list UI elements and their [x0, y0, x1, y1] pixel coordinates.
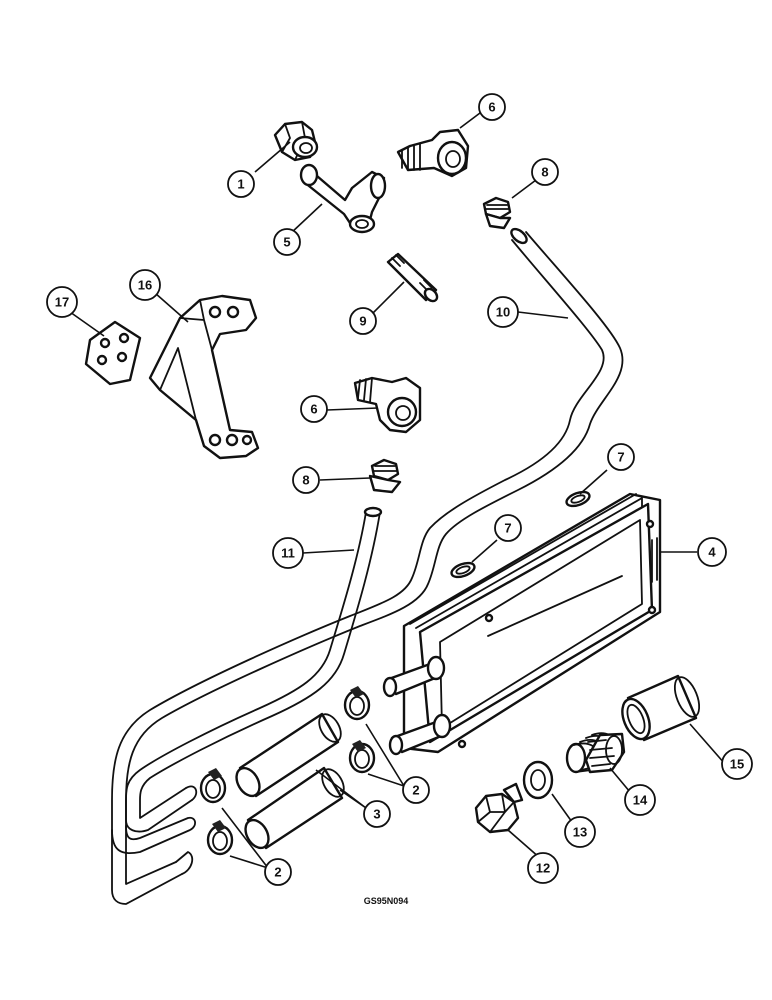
part-1-hex-fitting [273, 120, 319, 162]
callout-12: 12 [527, 852, 559, 884]
callout-15-label: 15 [730, 757, 744, 772]
part-17-mounting-plate [84, 320, 142, 386]
part-12-adapter-fitting [474, 782, 524, 834]
part-8-plug-middle [368, 458, 402, 494]
callout-3-label: 3 [373, 807, 380, 822]
callout-2-left-label: 2 [274, 865, 281, 880]
part-3-hose-upper [235, 712, 342, 798]
part-7-o-ring-a [565, 490, 591, 508]
part-15-sleeve [621, 674, 701, 742]
callout-11-label: 11 [281, 546, 295, 561]
callout-8-middle: 8 [292, 466, 320, 494]
callout-16: 16 [129, 269, 161, 301]
callout-4-label: 4 [708, 545, 716, 560]
callout-7-lower: 7 [494, 514, 522, 542]
callout-12-label: 12 [536, 861, 550, 876]
part-6-elbow-fitting-top [396, 128, 470, 178]
part-8-plug-top [482, 196, 512, 230]
callout-6-top: 6 [478, 93, 506, 121]
callout-2-right: 2 [402, 776, 430, 804]
callout-2-right-label: 2 [412, 783, 419, 798]
callout-10-label: 10 [496, 305, 510, 320]
callout-13-label: 13 [573, 825, 587, 840]
callout-7-upper-label: 7 [617, 450, 624, 465]
callout-13: 13 [564, 816, 596, 848]
part-2-hose-clamp-3 [199, 768, 227, 804]
callout-5-label: 5 [283, 235, 290, 250]
callout-5: 5 [273, 228, 301, 256]
part-5-tee-fitting [299, 163, 387, 234]
callout-4: 4 [697, 537, 727, 567]
part-9-pipe-nipple [386, 252, 439, 303]
part-6-elbow-fitting-middle [353, 376, 422, 434]
callout-17-label: 17 [55, 295, 69, 310]
part-16-bracket [148, 294, 260, 460]
part-2-hose-clamp-2 [348, 740, 376, 774]
part-10-return-tube [111, 227, 624, 905]
callout-8-top-label: 8 [541, 165, 548, 180]
callout-1: 1 [227, 170, 255, 198]
callout-9-label: 9 [359, 314, 366, 329]
part-7-o-ring-b [450, 561, 476, 579]
callout-1-label: 1 [237, 177, 244, 192]
leader-lines [69, 112, 726, 869]
callout-16-label: 16 [138, 278, 152, 293]
callout-14: 14 [624, 784, 656, 816]
callout-8-top: 8 [531, 158, 559, 186]
part-11-supply-tube [111, 506, 383, 854]
part-13-washer [522, 760, 554, 800]
callout-8-middle-label: 8 [302, 473, 309, 488]
callout-14-label: 14 [633, 793, 648, 808]
callout-3: 3 [363, 800, 391, 828]
part-4-oil-cooler [382, 492, 662, 756]
callout-11: 11 [272, 537, 304, 569]
callout-15: 15 [721, 748, 753, 780]
part-2-hose-clamp-4 [206, 820, 234, 856]
callout-6-middle-label: 6 [310, 402, 317, 417]
part-14-spring [565, 732, 626, 774]
callout-7-upper: 7 [607, 443, 635, 471]
callout-17: 17 [46, 286, 78, 318]
callout-2-left: 2 [264, 858, 292, 886]
callout-10: 10 [487, 296, 519, 328]
callout-9: 9 [349, 307, 377, 335]
callout-6-top-label: 6 [488, 100, 495, 115]
drawing-code: GS95N094 [364, 896, 409, 906]
part-2-hose-clamp-1 [343, 686, 371, 721]
callout-7-lower-label: 7 [504, 521, 511, 536]
callout-6-middle: 6 [300, 395, 328, 423]
part-3-hose-lower [244, 766, 345, 850]
